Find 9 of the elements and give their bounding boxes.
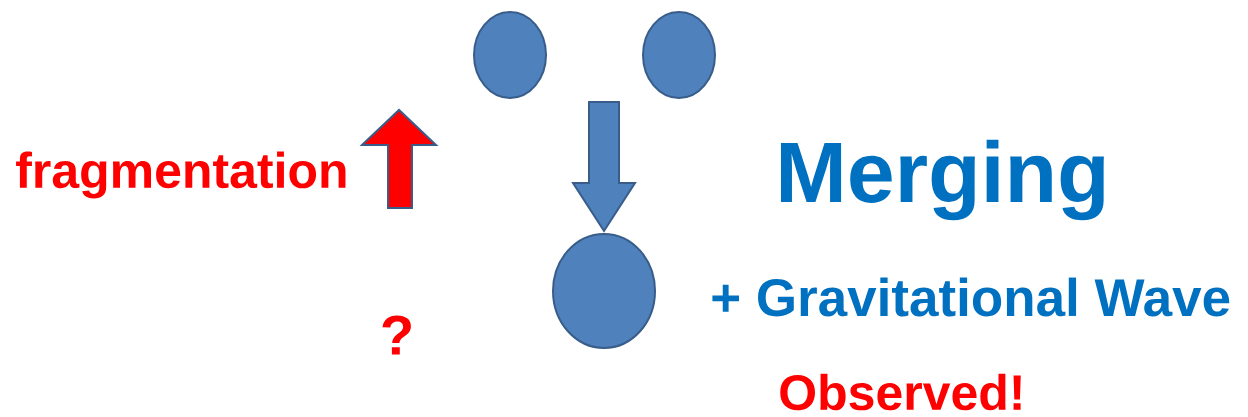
label: + Gravitational Wave (712, 277, 1230, 317)
label: Observed! (780, 373, 1021, 411)
circle (642, 11, 716, 99)
arrow (571, 101, 637, 233)
label: fragmentation (16, 151, 346, 199)
circle (552, 233, 656, 349)
label: Merging (780, 139, 1104, 221)
label: ? (382, 315, 411, 355)
circle (473, 11, 547, 99)
